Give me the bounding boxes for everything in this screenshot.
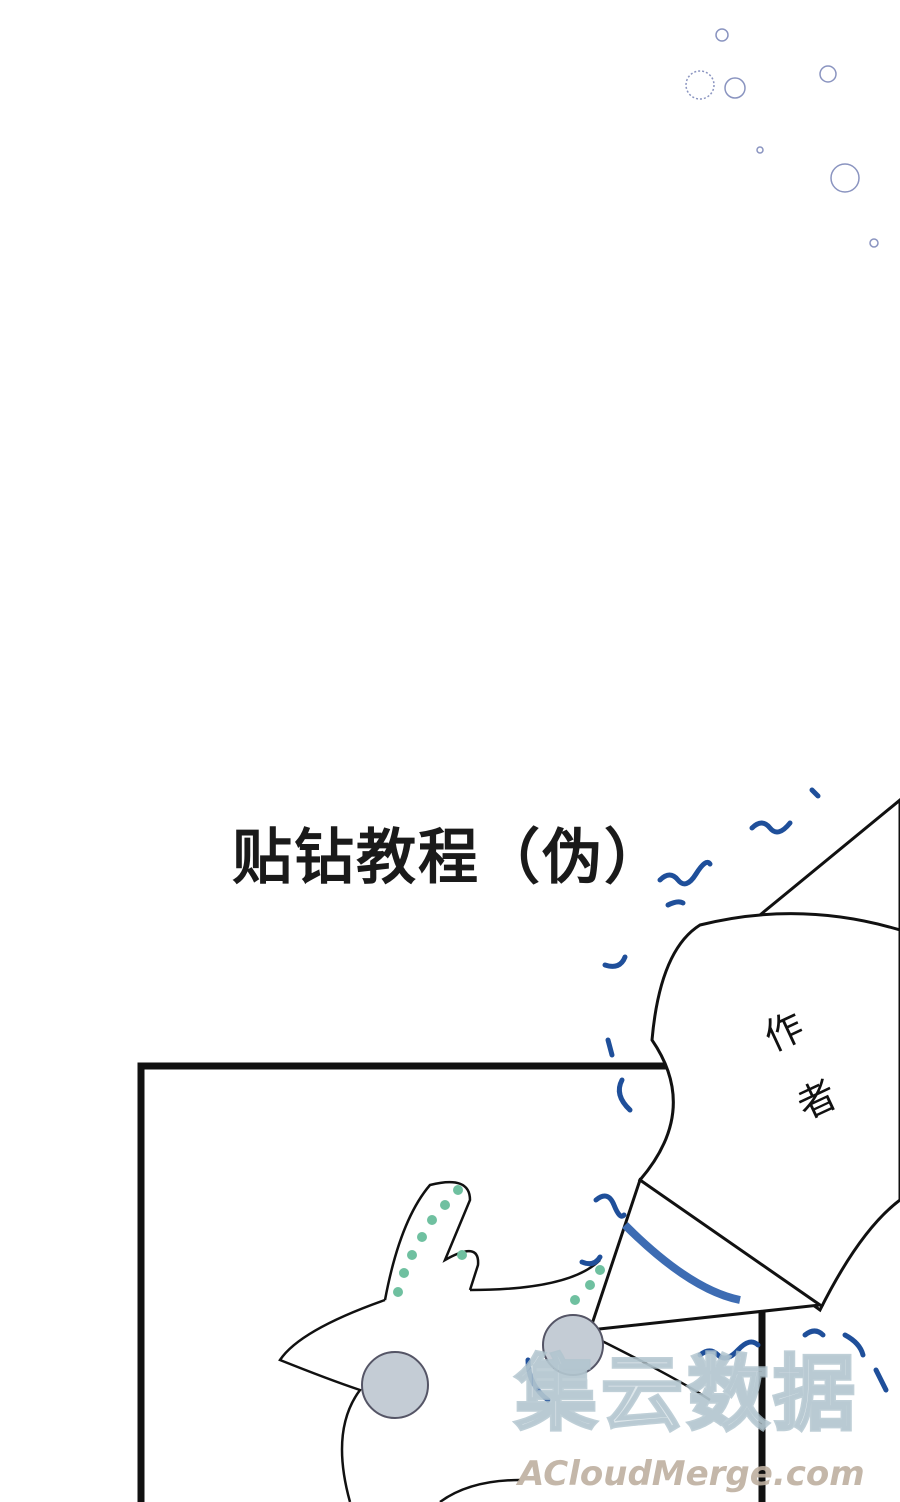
watermark-english: ACloudMerge.com xyxy=(518,1454,865,1494)
watermark-chinese: 集云数据 xyxy=(513,1347,860,1442)
diamond-eyes xyxy=(361,1314,604,1419)
decorative-doodles xyxy=(685,28,879,248)
sweat-squiggles xyxy=(525,787,889,1403)
page-title: 贴钻教程（伪） xyxy=(232,823,666,893)
gem-dots xyxy=(393,1185,605,1305)
pen-drawing xyxy=(587,798,900,1332)
